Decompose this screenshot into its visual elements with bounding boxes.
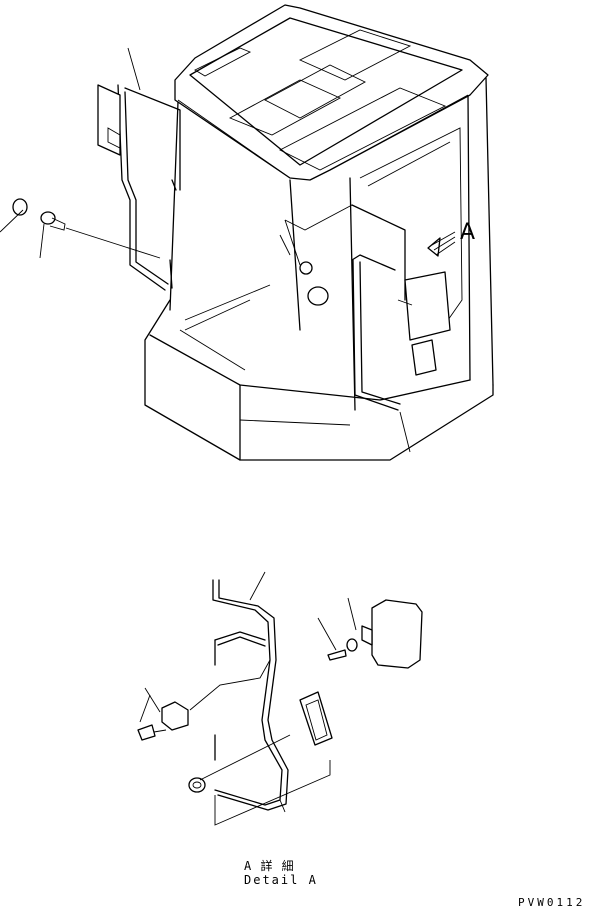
detail-a-bracket xyxy=(137,659,271,741)
handrail-left xyxy=(117,84,181,291)
detail-a-pin xyxy=(317,617,347,661)
detail-a-nut xyxy=(188,734,291,793)
mirror-right xyxy=(397,271,451,376)
leader-line xyxy=(127,47,141,91)
detail-title-en: Detail A xyxy=(244,873,318,887)
cab-assembly xyxy=(144,4,494,461)
detail-a-mirror xyxy=(346,599,423,669)
leader-line xyxy=(249,571,266,601)
drawing-code: PVW0112 xyxy=(518,896,586,909)
detail-title-jp: A 詳 細 xyxy=(244,859,295,873)
handrail-right xyxy=(351,204,406,411)
leader-line xyxy=(399,411,411,453)
detail-arrow xyxy=(427,231,456,257)
detail-a-handrail xyxy=(212,579,289,811)
mirror-left xyxy=(97,84,121,156)
leader-line xyxy=(284,219,301,266)
leader-line xyxy=(284,204,353,231)
leader-line xyxy=(279,799,286,813)
leader-line xyxy=(347,597,357,631)
callout-a-label: A xyxy=(460,220,476,245)
detail-a-small-mirror xyxy=(299,691,333,746)
leader-line xyxy=(214,760,331,826)
bolt-left xyxy=(0,198,161,259)
